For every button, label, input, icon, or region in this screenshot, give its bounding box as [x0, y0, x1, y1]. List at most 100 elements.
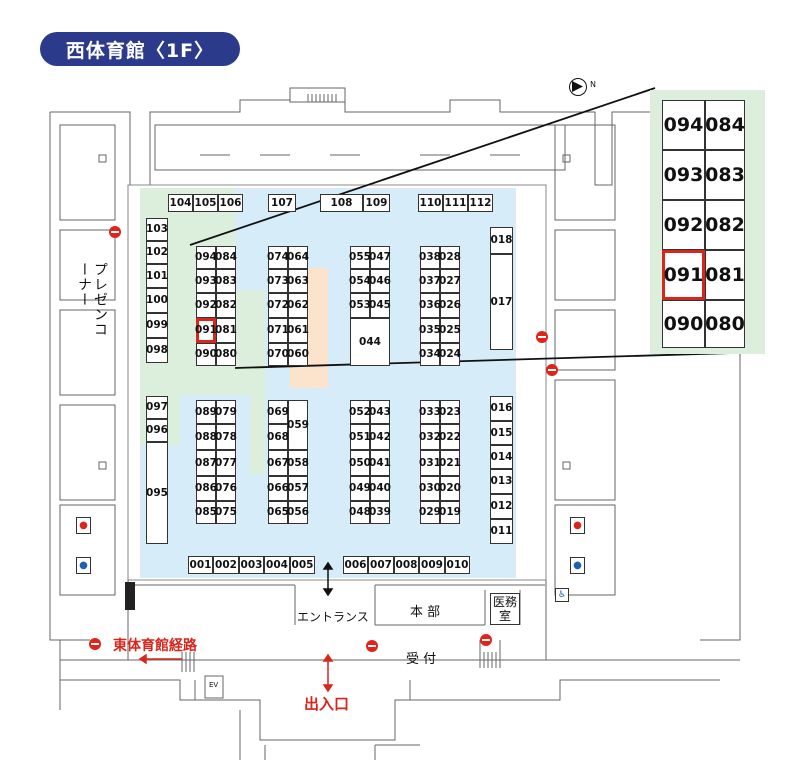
booth[interactable]: 069 [267, 400, 289, 424]
booth[interactable]: 102 [146, 241, 168, 264]
booth[interactable]: 005 [290, 556, 315, 574]
booth[interactable]: 082 [215, 293, 237, 318]
booth[interactable]: 014 [490, 445, 513, 469]
zoom-booth[interactable]: 083 [705, 150, 745, 200]
booth[interactable]: 067 [267, 450, 289, 476]
booth-highlighted[interactable]: 091 [195, 318, 217, 343]
booth[interactable]: 037 [419, 269, 441, 293]
booth[interactable]: 004 [264, 556, 290, 574]
booth[interactable]: 040 [369, 476, 391, 501]
booth[interactable]: 108 [320, 194, 363, 212]
booth[interactable]: 015 [490, 421, 513, 445]
booth[interactable]: 057 [287, 476, 309, 501]
booth[interactable]: 011 [490, 519, 513, 544]
booth[interactable]: 110 [418, 194, 443, 212]
booth[interactable]: 054 [349, 269, 371, 293]
booth[interactable]: 016 [490, 396, 513, 421]
booth[interactable]: 047 [369, 246, 391, 269]
booth[interactable]: 017 [490, 254, 513, 350]
booth[interactable]: 087 [195, 450, 217, 476]
booth[interactable]: 006 [343, 556, 368, 574]
booth[interactable]: 027 [439, 269, 461, 293]
booth[interactable]: 056 [287, 501, 309, 524]
booth[interactable]: 079 [215, 400, 237, 424]
booth[interactable]: 090 [195, 343, 217, 366]
booth[interactable]: 024 [439, 343, 461, 366]
booth[interactable]: 029 [419, 501, 441, 524]
booth[interactable]: 043 [369, 400, 391, 424]
booth[interactable]: 030 [419, 476, 441, 501]
booth[interactable]: 096 [146, 419, 168, 442]
booth[interactable]: 099 [146, 313, 168, 338]
booth[interactable]: 046 [369, 269, 391, 293]
zoom-booth[interactable]: 080 [705, 300, 745, 348]
booth[interactable]: 062 [287, 293, 309, 318]
booth[interactable]: 093 [195, 269, 217, 293]
booth[interactable]: 049 [349, 476, 371, 501]
booth[interactable]: 013 [490, 469, 513, 494]
booth[interactable]: 088 [195, 424, 217, 450]
booth[interactable]: 022 [439, 424, 461, 450]
booth[interactable]: 020 [439, 476, 461, 501]
booth[interactable]: 002 [213, 556, 239, 574]
booth[interactable]: 083 [215, 269, 237, 293]
booth[interactable]: 100 [146, 288, 168, 313]
booth[interactable]: 103 [146, 218, 168, 241]
zoom-booth[interactable]: 082 [705, 200, 745, 250]
booth[interactable]: 098 [146, 338, 168, 363]
booth[interactable]: 104 [168, 194, 193, 212]
booth[interactable]: 021 [439, 450, 461, 476]
booth[interactable]: 063 [287, 269, 309, 293]
booth[interactable]: 025 [439, 318, 461, 343]
booth[interactable]: 097 [146, 396, 168, 419]
booth[interactable]: 076 [215, 476, 237, 501]
booth[interactable]: 045 [369, 293, 391, 318]
booth[interactable]: 089 [195, 400, 217, 424]
booth[interactable]: 080 [215, 343, 237, 366]
booth[interactable]: 009 [419, 556, 445, 574]
booth[interactable]: 094 [195, 246, 217, 269]
zoom-booth[interactable]: 084 [705, 100, 745, 150]
booth[interactable]: 001 [188, 556, 213, 574]
booth[interactable]: 039 [369, 501, 391, 524]
booth[interactable]: 064 [287, 246, 309, 269]
booth[interactable]: 078 [215, 424, 237, 450]
zoom-booth[interactable]: 081 [705, 250, 745, 300]
booth[interactable]: 044 [350, 318, 390, 366]
booth[interactable]: 052 [349, 400, 371, 424]
booth[interactable]: 107 [268, 194, 296, 212]
booth[interactable]: 048 [349, 501, 371, 524]
booth[interactable]: 073 [267, 269, 289, 293]
booth[interactable]: 070 [267, 343, 289, 366]
booth[interactable]: 034 [419, 343, 441, 366]
booth[interactable]: 023 [439, 400, 461, 424]
booth[interactable]: 058 [287, 450, 309, 476]
booth[interactable]: 018 [490, 227, 513, 254]
booth[interactable]: 012 [490, 494, 513, 519]
booth[interactable]: 086 [195, 476, 217, 501]
booth[interactable]: 060 [287, 343, 309, 366]
booth[interactable]: 109 [363, 194, 390, 212]
booth[interactable]: 061 [287, 318, 309, 343]
booth[interactable]: 085 [195, 501, 217, 524]
booth[interactable]: 035 [419, 318, 441, 343]
booth[interactable]: 019 [439, 501, 461, 524]
booth[interactable]: 050 [349, 450, 371, 476]
booth[interactable]: 066 [267, 476, 289, 501]
zoom-booth[interactable]: 092 [662, 200, 705, 250]
zoom-booth[interactable]: 093 [662, 150, 705, 200]
zoom-booth[interactable]: 090 [662, 300, 705, 348]
booth[interactable]: 074 [267, 246, 289, 269]
booth[interactable]: 033 [419, 400, 441, 424]
booth[interactable]: 092 [195, 293, 217, 318]
booth[interactable]: 111 [443, 194, 468, 212]
booth[interactable]: 077 [215, 450, 237, 476]
zoom-booth[interactable]: 094 [662, 100, 705, 150]
booth[interactable]: 028 [439, 246, 461, 269]
booth[interactable]: 065 [267, 501, 289, 524]
booth[interactable]: 041 [369, 450, 391, 476]
zoom-booth-highlighted[interactable]: 091 [662, 250, 705, 300]
booth[interactable]: 059 [287, 400, 309, 450]
booth[interactable]: 068 [267, 424, 289, 450]
booth[interactable]: 038 [419, 246, 441, 269]
